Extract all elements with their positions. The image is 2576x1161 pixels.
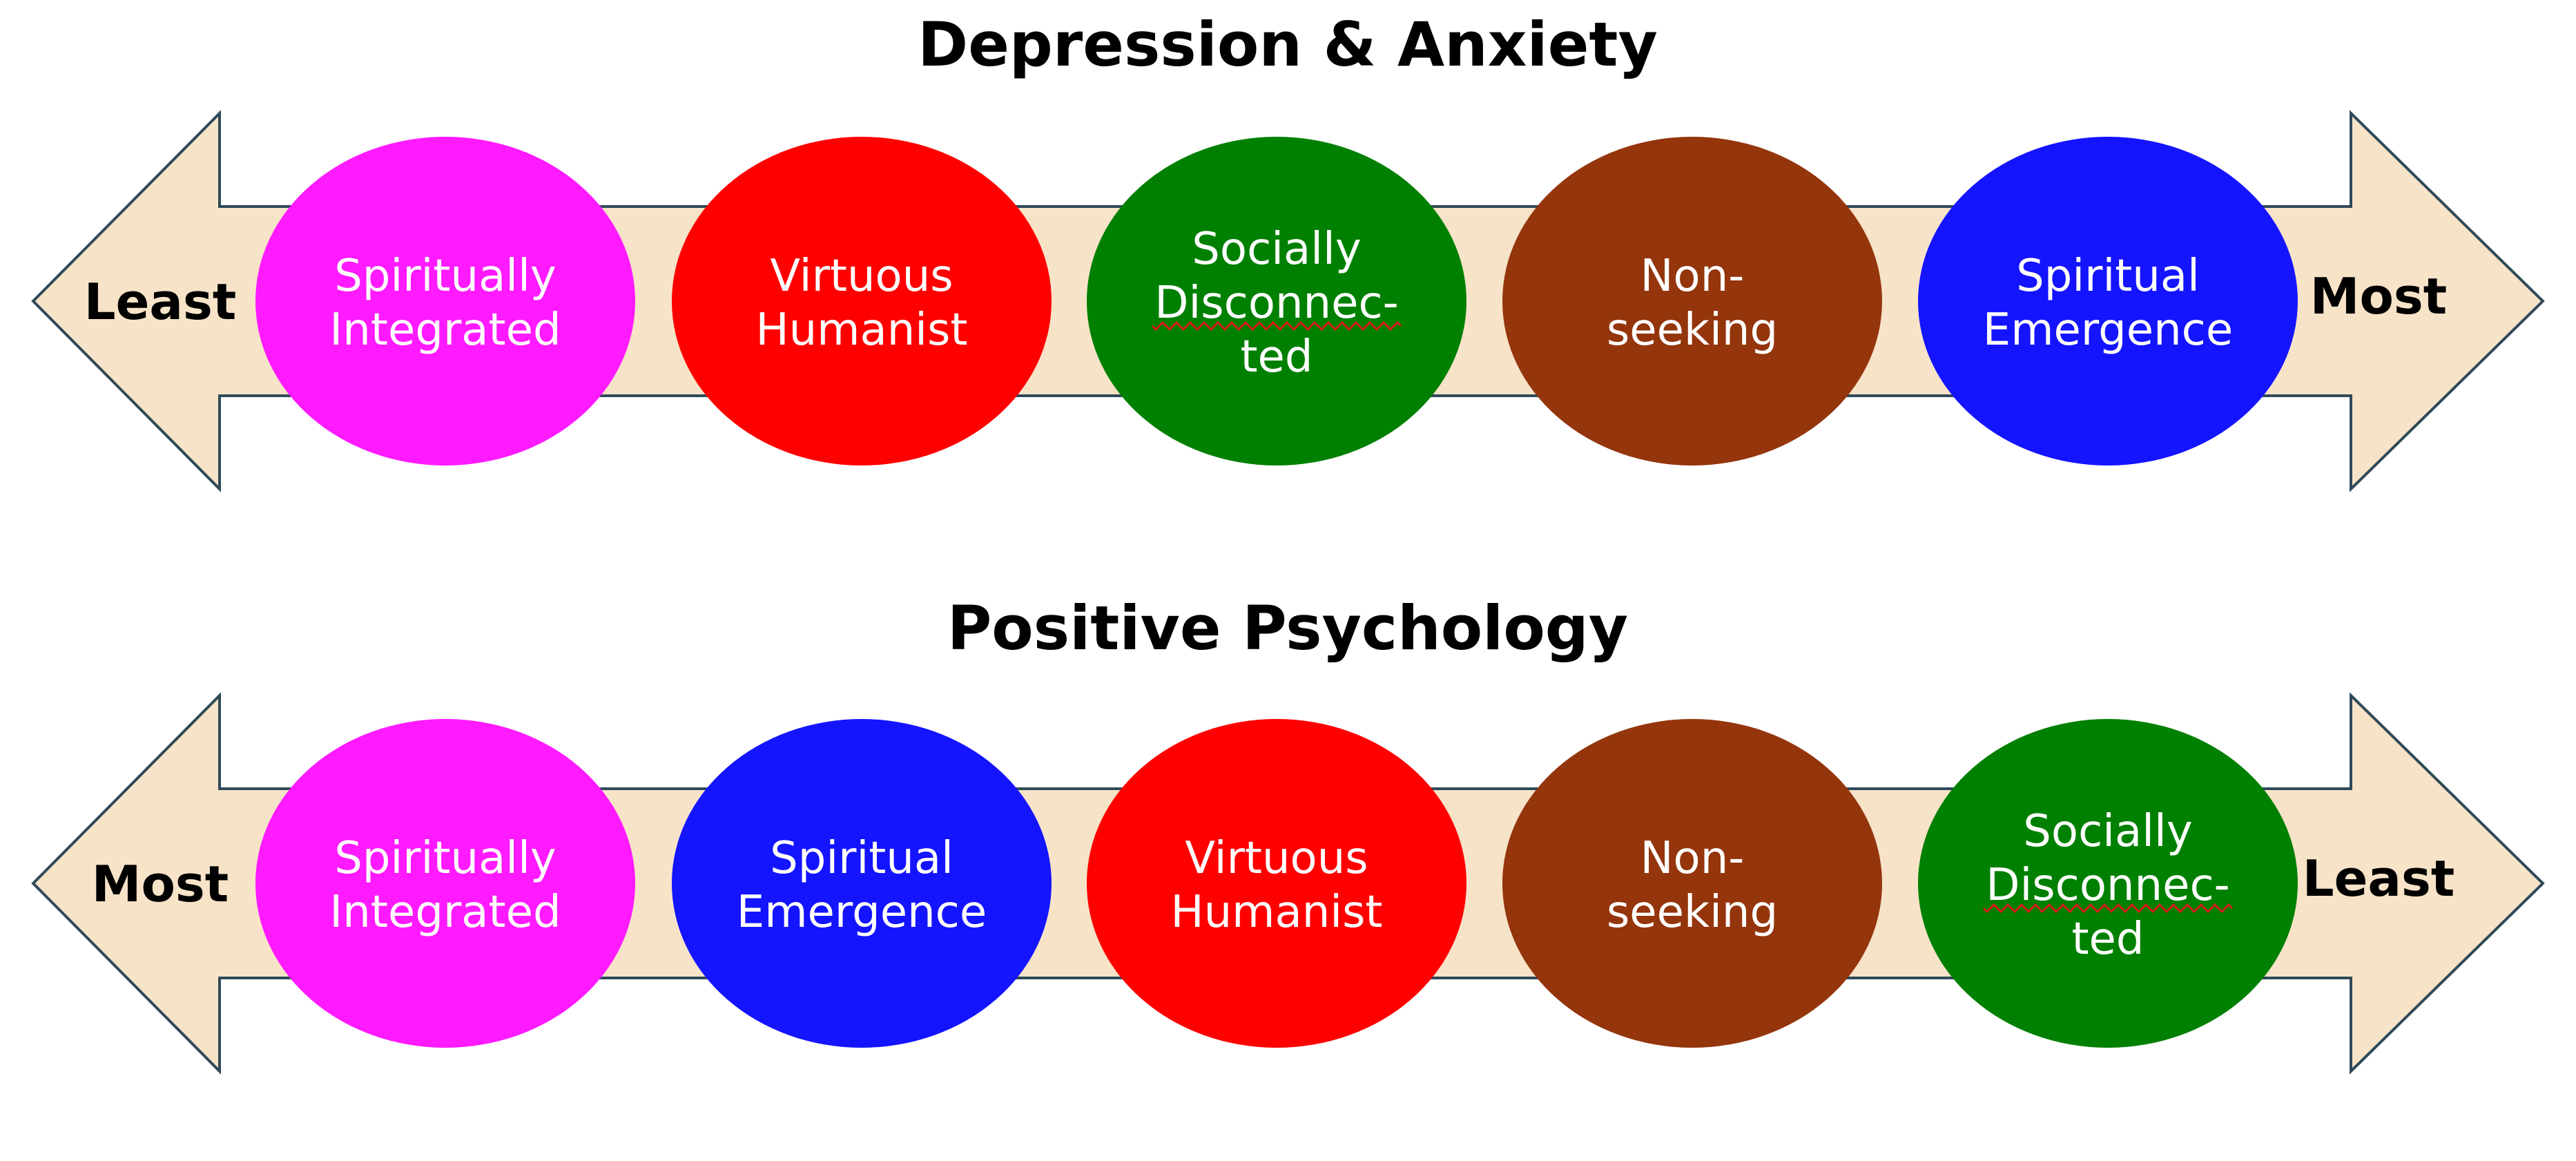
spellcheck-underline (1982, 903, 2234, 914)
category-circle (1087, 137, 1466, 466)
category-label-line: Socially (2023, 806, 2192, 857)
category-label-line: Integrated (329, 887, 561, 938)
category-label-line: ted (2071, 914, 2144, 965)
category-label-line: Integrated (329, 305, 561, 356)
left-end-label: Most (92, 855, 229, 913)
right-end-label: Most (2310, 267, 2447, 325)
category-label-line: Virtuous (1185, 833, 1368, 884)
category-circle (1502, 137, 1882, 466)
left-end-label: Least (84, 273, 237, 331)
category-label-line: Spiritually (334, 251, 556, 302)
category-circle (1918, 719, 2298, 1048)
category-circle (1087, 719, 1466, 1048)
category-label-line: Spiritually (334, 833, 556, 884)
category-label-line: Humanist (1170, 887, 1382, 938)
category-circle (255, 137, 635, 466)
category-node: Non-seeking (1502, 719, 1882, 1048)
category-node: Non-seeking (1502, 137, 1882, 466)
category-label-line: Emergence (737, 887, 987, 938)
category-label-line: Spiritual (770, 833, 953, 884)
category-label-line: Emergence (1983, 305, 2233, 356)
diagram-title: Depression & Anxiety (918, 9, 1658, 80)
category-label-line: Non- (1640, 833, 1745, 884)
right-end-label: Least (2303, 850, 2455, 908)
diagram-title: Positive Psychology (947, 593, 1628, 664)
category-label-line: ted (1240, 332, 1313, 383)
category-label-line: Socially (1192, 224, 1361, 275)
category-label-line: Non- (1640, 251, 1745, 302)
category-circle (255, 719, 635, 1048)
category-circle (672, 137, 1052, 466)
category-label-line: seeking (1607, 305, 1778, 356)
category-circle (1918, 137, 2298, 466)
category-circle (1502, 719, 1882, 1048)
category-label-line: seeking (1607, 887, 1778, 938)
category-label-line: Disconnec- (1154, 278, 1399, 329)
category-label-line: Disconnec- (1986, 860, 2230, 911)
category-label-line: Spiritual (2016, 251, 2200, 302)
category-label-line: Virtuous (770, 251, 953, 302)
category-circle (672, 719, 1052, 1048)
category-label-line: Humanist (755, 305, 967, 356)
spellcheck-underline (1151, 320, 1402, 332)
